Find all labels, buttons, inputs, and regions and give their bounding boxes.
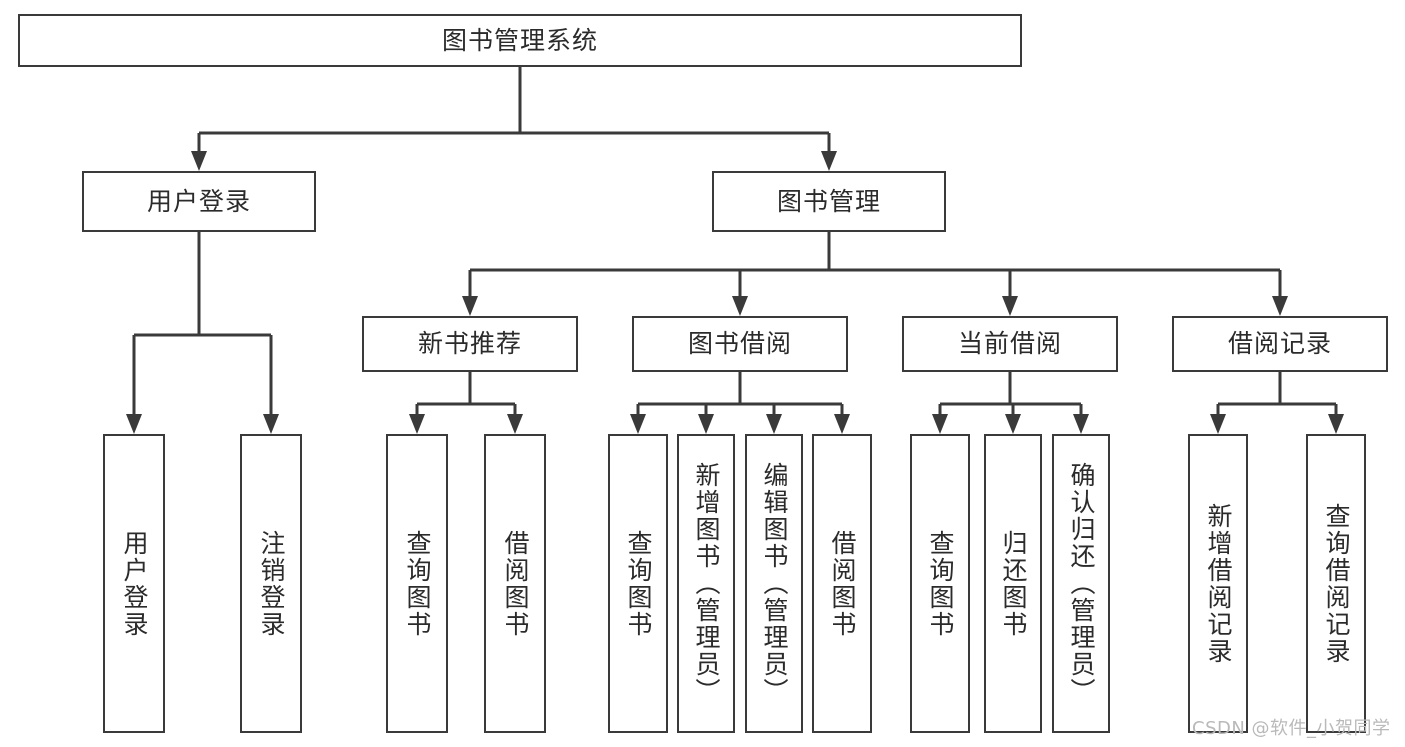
leaf-confirm-return-admin[interactable]: 确认归还（管理员） [1052,434,1110,733]
leaf-query-books-recommend[interactable]: 查询图书 [386,434,448,733]
leaf-edit-book-admin-label: 编辑图书（管理员） [760,462,789,705]
node-book-borrow[interactable]: 图书借阅 [632,316,848,372]
leaf-add-borrow-record[interactable]: 新增借阅记录 [1188,434,1248,733]
leaf-return-book-label: 归还图书 [999,529,1028,638]
leaf-query-books-current[interactable]: 查询图书 [910,434,970,733]
leaf-add-book-admin[interactable]: 新增图书（管理员） [677,434,735,733]
leaf-query-books-recommend-label: 查询图书 [403,529,432,638]
leaf-borrow-books-recommend-label: 借阅图书 [501,529,530,638]
node-book-borrow-label: 图书借阅 [687,329,792,359]
leaf-query-books-borrow-label: 查询图书 [624,529,653,638]
node-book-management-label: 图书管理 [776,186,881,216]
node-root-label: 图书管理系统 [441,25,598,55]
node-root[interactable]: 图书管理系统 [18,14,1022,67]
node-current-borrow[interactable]: 当前借阅 [902,316,1118,372]
leaf-confirm-return-admin-label: 确认归还（管理员） [1067,462,1096,705]
node-user-login-label: 用户登录 [146,186,251,216]
leaf-query-borrow-record[interactable]: 查询借阅记录 [1306,434,1366,733]
node-user-login[interactable]: 用户登录 [82,171,316,232]
leaf-user-login[interactable]: 用户登录 [103,434,165,733]
leaf-borrow-book-label: 借阅图书 [828,529,857,638]
leaf-return-book[interactable]: 归还图书 [984,434,1042,733]
leaf-query-books-borrow[interactable]: 查询图书 [608,434,668,733]
node-current-borrow-label: 当前借阅 [957,329,1062,359]
node-book-management[interactable]: 图书管理 [712,171,946,232]
leaf-borrow-book[interactable]: 借阅图书 [812,434,872,733]
leaf-borrow-books-recommend[interactable]: 借阅图书 [484,434,546,733]
leaf-add-book-admin-label: 新增图书（管理员） [692,462,721,705]
node-borrow-records[interactable]: 借阅记录 [1172,316,1388,372]
leaf-query-books-current-label: 查询图书 [926,529,955,638]
leaf-edit-book-admin[interactable]: 编辑图书（管理员） [745,434,803,733]
leaf-add-borrow-record-label: 新增借阅记录 [1204,502,1233,665]
node-borrow-records-label: 借阅记录 [1227,329,1332,359]
leaf-logout[interactable]: 注销登录 [240,434,302,733]
node-new-book-recommend[interactable]: 新书推荐 [362,316,578,372]
leaf-logout-label: 注销登录 [257,529,286,638]
node-new-book-recommend-label: 新书推荐 [417,329,522,359]
watermark: CSDN @软件_小贺同学 [1192,718,1391,739]
leaf-user-login-label: 用户登录 [120,529,149,638]
leaf-query-borrow-record-label: 查询借阅记录 [1322,502,1351,665]
